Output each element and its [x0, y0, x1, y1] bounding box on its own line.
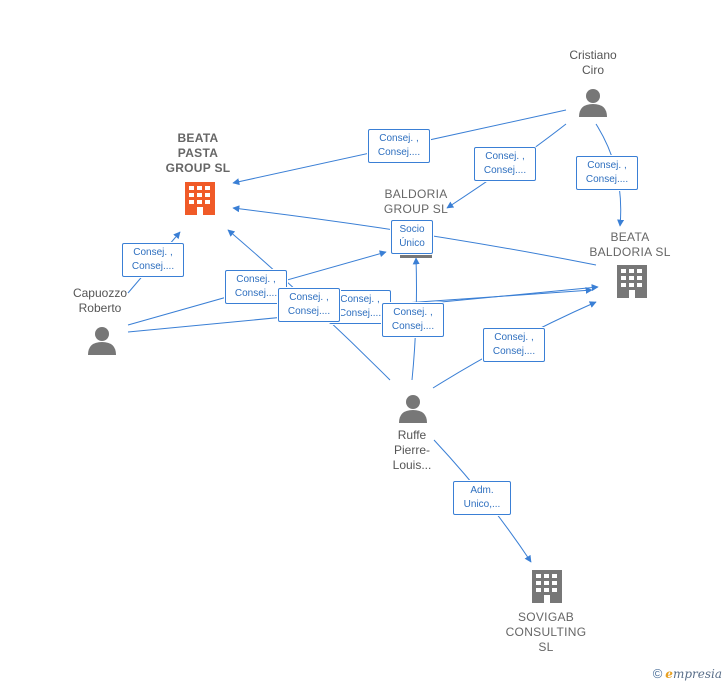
edge-label-socio-unico[interactable]: Socio Único [391, 220, 433, 254]
edge-label-capuozzo-baldoria-group[interactable]: Consej. , Consej.... [225, 270, 287, 304]
edge-label-capuozzo-beata-pasta[interactable]: Consej. , Consej.... [122, 243, 184, 277]
node-label-baldoria-group[interactable]: BALDORIA GROUP SL [383, 187, 449, 216]
person-icon-capuozzo[interactable] [88, 327, 116, 355]
building-icon-beata-pasta[interactable] [185, 182, 215, 215]
node-label-capuozzo[interactable]: Capuozzo Roberto [72, 286, 128, 315]
node-label-sovigab[interactable]: SOVIGAB CONSULTING SL [505, 610, 587, 654]
node-label-ruffe[interactable]: Ruffe Pierre- Louis... [392, 428, 432, 472]
node-label-cristiano[interactable]: Cristiano Ciro [569, 48, 617, 77]
building-icon-sovigab[interactable] [532, 570, 562, 603]
edge-label-ruffe-beata-baldoria[interactable]: Consej. , Consej.... [483, 328, 545, 362]
edge-label-ruffe-sovigab[interactable]: Adm. Unico,... [453, 481, 511, 515]
edge-label-ruffe-beata-pasta[interactable]: Consej. , Consej.... [278, 288, 340, 322]
person-icon-cristiano[interactable] [579, 89, 607, 117]
building-icon-beata-baldoria[interactable] [617, 265, 647, 298]
empresia-logo: ©empresia [653, 666, 722, 681]
copyright-symbol: © [652, 666, 663, 681]
node-label-beata-baldoria[interactable]: BEATA BALDORIA SL [589, 230, 671, 259]
node-label-beata-pasta[interactable]: BEATA PASTA GROUP SL [165, 131, 231, 175]
edge-ruffe-beata-baldoria-1[interactable] [389, 286, 593, 305]
brand-initial: e [665, 667, 673, 681]
edge-label-cristiano-beata-baldoria[interactable]: Consej. , Consej.... [576, 156, 638, 190]
brand-name: mpresia [672, 667, 722, 681]
edge-label-cristiano-beata-pasta[interactable]: Consej. , Consej.... [368, 129, 430, 163]
edges [127, 109, 625, 563]
edge-label-ruffe-baldoria-group[interactable]: Consej. , Consej.... [382, 303, 444, 337]
person-icon-ruffe[interactable] [399, 395, 427, 423]
edge-label-cristiano-baldoria-group[interactable]: Consej. , Consej.... [474, 147, 536, 181]
